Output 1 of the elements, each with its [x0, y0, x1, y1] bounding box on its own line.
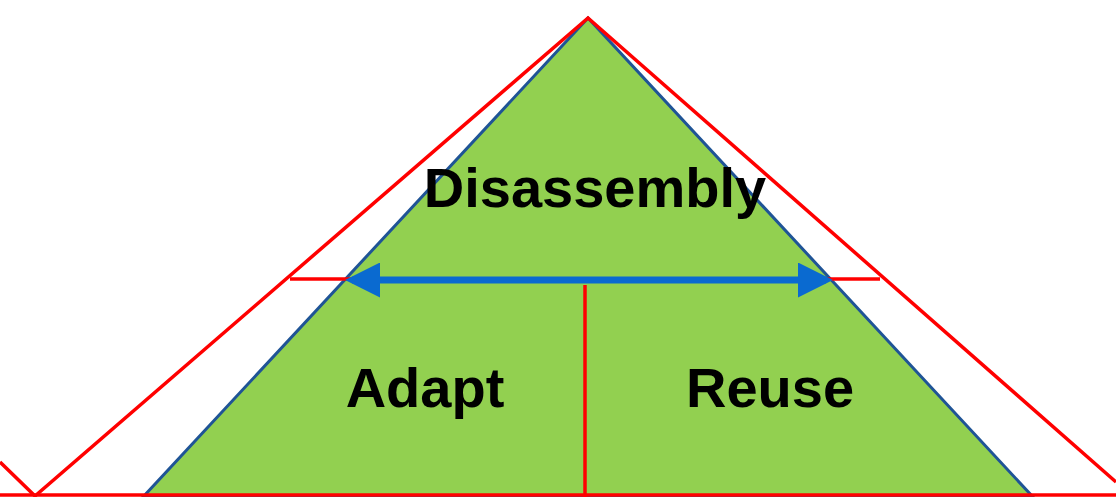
section-label: Reuse: [685, 360, 855, 416]
